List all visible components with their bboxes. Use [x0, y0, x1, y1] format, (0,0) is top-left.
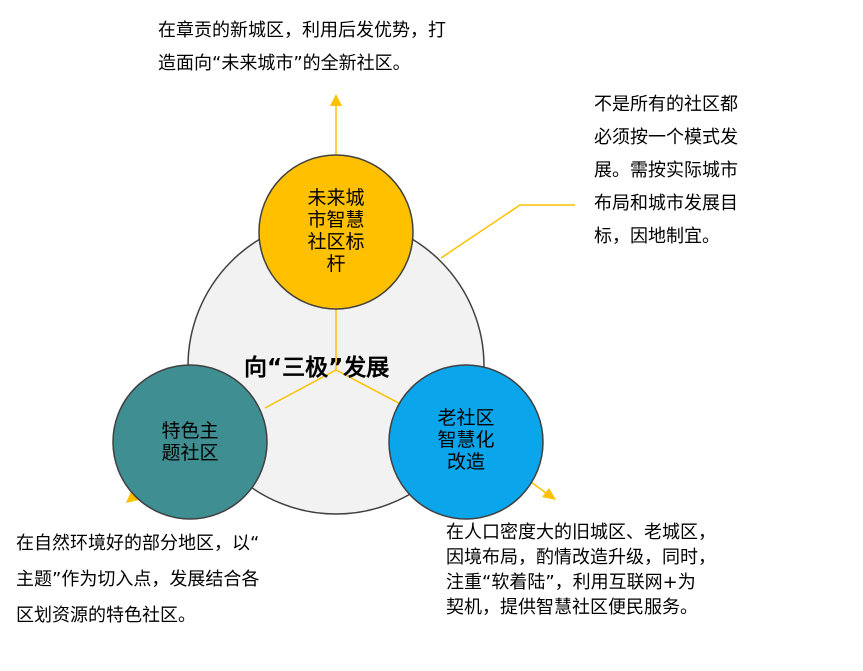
center-title: 向“三极”发展	[244, 355, 390, 381]
node-future-city	[258, 154, 414, 310]
note-bottom-right: 在人口密度大的旧城区、老城区， 因境布局，酌情改造升级，同时， 注重“软着陆”，…	[446, 522, 716, 618]
node-old-community	[388, 364, 544, 520]
node-future-label: 未来城 市智慧 社区标 杆	[307, 187, 365, 275]
arrow-head-right	[542, 488, 556, 500]
node-old-label: 老社区 智慧化 改造	[437, 407, 495, 473]
arrow-head-top	[330, 94, 342, 106]
note-right: 不是所有的社区都 必须按一个模式发 展。需按实际城市 布局和城市发展目 标，因地…	[594, 94, 738, 247]
note-bottom-left: 在自然环境好的部分地区，以“ 主题”作为切入点，发展结合各 区划资源的特色社区。	[16, 533, 260, 626]
node-theme-label: 特色主 题社区	[161, 420, 219, 464]
connector-center-right	[335, 369, 409, 409]
connector-center-left	[264, 369, 337, 409]
node-theme-community	[112, 364, 268, 520]
note-top: 在章贡的新城区，利用后发优势，打 造面向“未来城市”的全新社区。	[158, 20, 446, 74]
leader-line-right-note	[440, 204, 575, 259]
arrow-head-left	[126, 491, 139, 503]
